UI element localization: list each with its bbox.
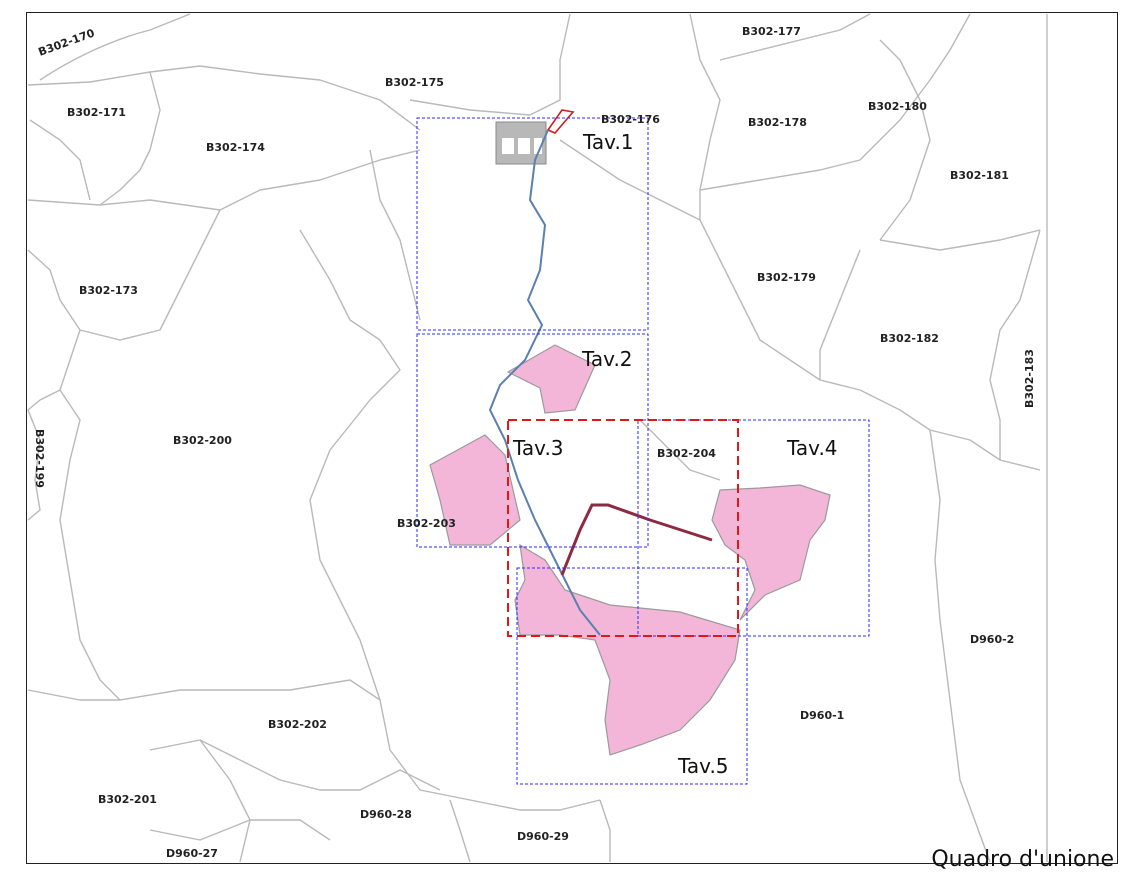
parcel-label: B302-183 <box>1023 349 1036 408</box>
substation-icon <box>495 109 575 165</box>
boundary-line <box>929 429 1001 461</box>
boundary-line <box>149 819 331 841</box>
map-frame <box>26 12 1118 864</box>
cadastral-boundaries <box>27 13 1048 863</box>
parcel-label: B302-175 <box>385 76 444 89</box>
boundary-line <box>27 689 120 701</box>
sheet-label-tav4: Tav.4 <box>786 436 838 460</box>
sheet-label-tav2: Tav.2 <box>581 347 633 371</box>
project-area <box>429 434 521 546</box>
parcel-label: B302-174 <box>206 141 265 154</box>
boundary-line <box>449 799 471 863</box>
boundary-line <box>149 739 441 791</box>
parcel-label: D960-2 <box>970 633 1014 646</box>
boundary-line <box>859 13 971 161</box>
sheet-frame-tav3 <box>507 419 739 637</box>
boundary-line <box>27 149 421 211</box>
parcel-label: D960-28 <box>360 808 412 821</box>
boundary-line <box>369 149 421 321</box>
sheet-label-tav1: Tav.1 <box>582 130 634 154</box>
parcel-label: B302-181 <box>950 169 1009 182</box>
parcel-label: B302-171 <box>67 106 126 119</box>
boundary-line <box>99 71 161 206</box>
boundary-line <box>929 429 991 863</box>
parcel-label: B302-199 <box>33 429 46 488</box>
boundary-line <box>199 739 251 863</box>
parcel-label: B302-182 <box>880 332 939 345</box>
sheet-label-tav3: Tav.3 <box>512 436 564 460</box>
sheet-labels: Tav.1 Tav.2 Tav.3 Tav.4 Tav.5 <box>512 130 838 778</box>
boundary-line <box>27 409 41 521</box>
parcel-label: B302-178 <box>748 116 807 129</box>
parcel-label: B302-176 <box>601 113 660 126</box>
parcel-label: B302-180 <box>868 100 927 113</box>
parcel-label: B302-201 <box>98 793 157 806</box>
boundary-line <box>27 65 421 131</box>
boundary-line <box>879 39 931 241</box>
boundary-line <box>639 419 721 481</box>
boundary-line <box>719 13 871 61</box>
project-areas <box>429 344 831 756</box>
boundary-line <box>879 229 1041 251</box>
boundary-line <box>119 679 381 701</box>
parcel-label: D960-27 <box>166 847 218 860</box>
boundary-line <box>299 229 601 811</box>
boundary-line <box>29 119 91 201</box>
connection-route <box>560 503 713 576</box>
boundary-line <box>699 159 861 191</box>
sheet-frame-tav4 <box>637 419 870 637</box>
parcel-label: B302-202 <box>268 718 327 731</box>
sheet-frame-tav5 <box>516 567 748 785</box>
boundary-line <box>559 139 721 261</box>
boundary-line <box>819 249 861 380</box>
project-area <box>514 543 741 756</box>
boundary-line <box>27 249 81 411</box>
sheet-frames <box>416 117 870 785</box>
map-title: Quadro d'unione <box>931 847 1114 872</box>
parcel-label: D960-29 <box>517 830 569 843</box>
parcel-label: B302-179 <box>757 271 816 284</box>
parcel-label: B302-173 <box>79 284 138 297</box>
project-area <box>711 484 831 621</box>
parcel-label: B302-203 <box>397 517 456 530</box>
parcel-label: B302-200 <box>173 434 232 447</box>
boundary-line <box>719 259 931 431</box>
parcel-label: B302-204 <box>657 447 716 460</box>
project-area <box>506 344 596 414</box>
boundary-line <box>79 209 221 341</box>
sheet-frame-tav2 <box>416 333 649 548</box>
boundary-line <box>59 389 121 701</box>
parcel-label: D960-1 <box>800 709 844 722</box>
parcel-label: B302-177 <box>742 25 801 38</box>
parcel-label: B302-170 <box>37 26 97 58</box>
boundary-line <box>39 13 191 81</box>
cable-route <box>488 129 601 636</box>
boundary-line <box>689 13 721 220</box>
sheet-frame-tav1 <box>416 117 649 331</box>
boundary-line <box>409 13 571 116</box>
sheet-label-tav5: Tav.5 <box>677 754 729 778</box>
boundary-line <box>599 799 611 862</box>
